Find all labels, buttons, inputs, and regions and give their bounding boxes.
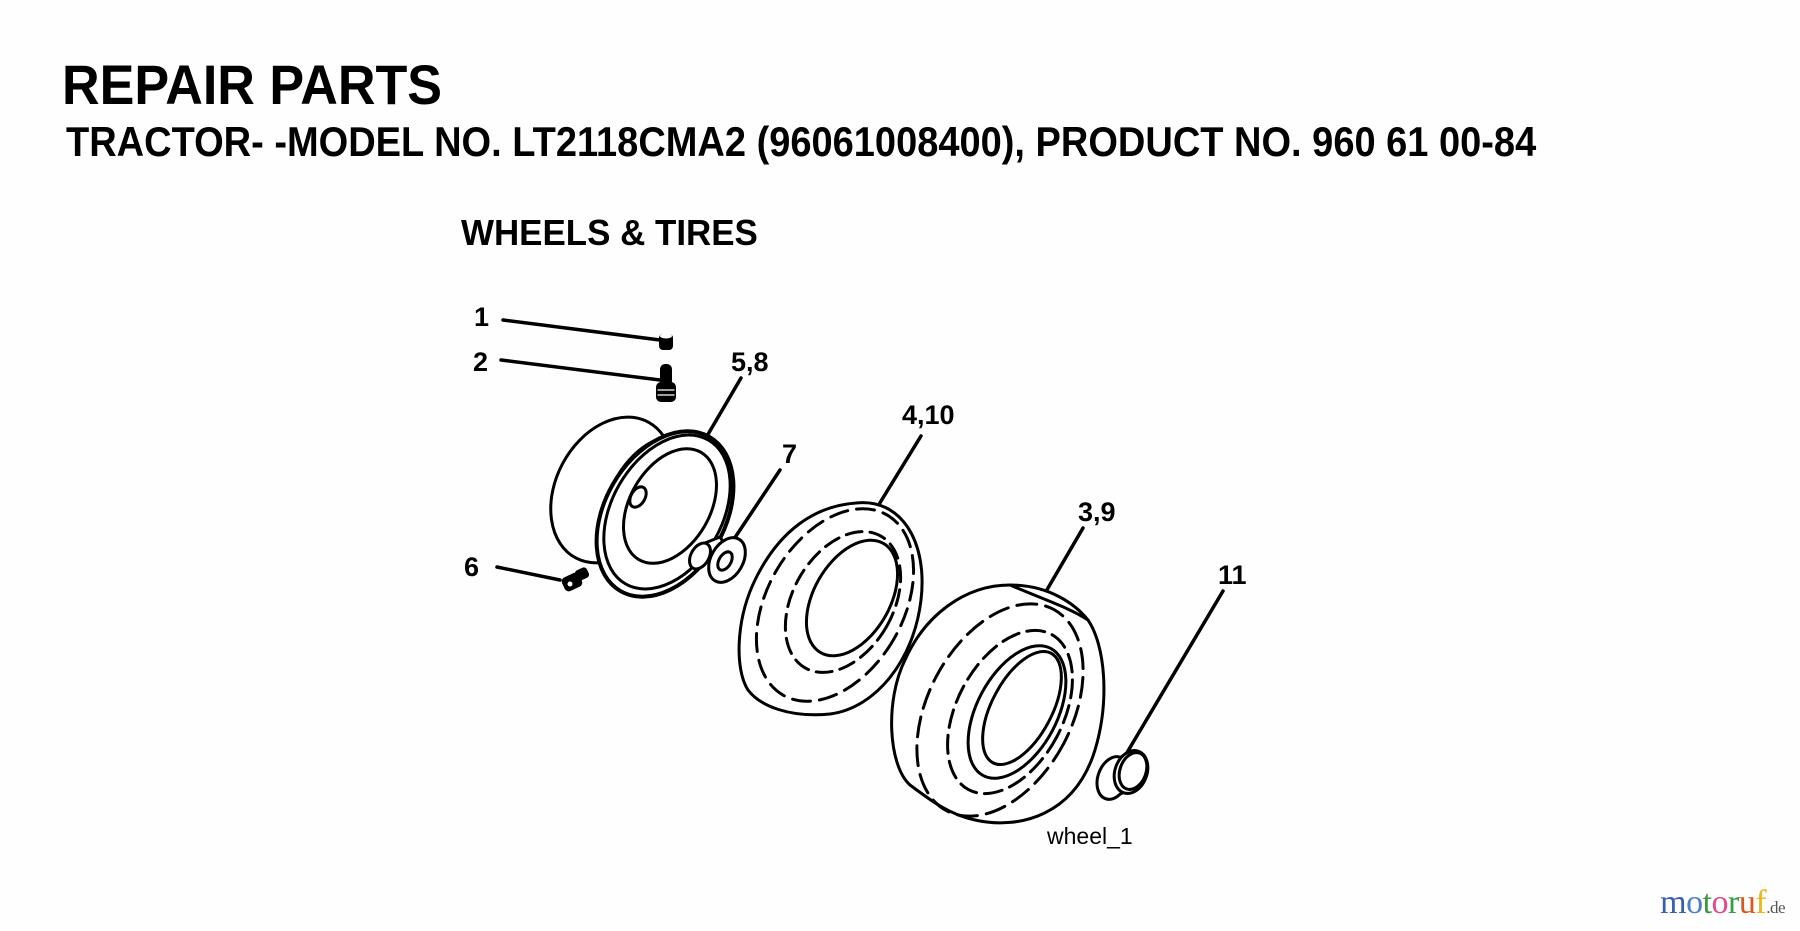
figure-reference: wheel_1 — [1046, 823, 1133, 849]
callout-label-7: 7 — [782, 439, 797, 469]
logo-letter: u — [1738, 884, 1756, 921]
callout-label-6: 6 — [464, 552, 479, 582]
wheel-rim-icon — [549, 415, 736, 599]
leader-line-6 — [495, 565, 562, 582]
leader-line-7 — [732, 468, 782, 541]
bushing-icon — [688, 535, 747, 584]
section-title: WHEELS & TIRES — [461, 212, 758, 253]
front-tire-icon — [737, 501, 924, 717]
callout-3-9[interactable]: 3,9 — [883, 497, 1117, 844]
logo-letter: r — [1728, 884, 1739, 921]
callout-label-11: 11 — [1218, 560, 1247, 590]
model-subtitle: TRACTOR- -MODEL NO. LT2118CMA2 (96061008… — [66, 118, 1537, 165]
callout-2[interactable]: 2 — [473, 347, 676, 402]
logo-wordmark: motoruf — [1660, 884, 1767, 921]
callout-label-2: 2 — [473, 347, 488, 377]
callout-11[interactable]: 11 — [1091, 560, 1247, 804]
logo-letter: t — [1702, 884, 1712, 921]
page-title: REPAIR PARTS — [62, 53, 443, 116]
logo-letter: o — [1711, 884, 1729, 921]
callout-1[interactable]: 1 — [474, 302, 673, 350]
callout-5-8[interactable]: 5,8 — [526, 347, 769, 621]
valve-stem-icon — [656, 364, 676, 402]
logo-letter: m — [1660, 884, 1687, 921]
callout-label-4-10: 4,10 — [902, 400, 955, 430]
callout-label-3-9: 3,9 — [1078, 497, 1116, 527]
logo-letter: o — [1686, 884, 1703, 921]
leader-line-11 — [1123, 589, 1225, 758]
callout-label-1: 1 — [474, 302, 489, 332]
logo-tld: .de — [1766, 898, 1785, 917]
callout-7[interactable]: 7 — [685, 439, 797, 589]
callout-label-5-8: 5,8 — [731, 347, 769, 377]
hub-cap-icon — [1095, 749, 1150, 801]
leader-line-4-10 — [876, 434, 923, 508]
rear-tire-icon — [890, 583, 1106, 825]
motoruf-logo[interactable]: motoruf.de — [1660, 884, 1785, 922]
valve-cap-icon — [659, 333, 673, 350]
leader-line-2 — [499, 358, 662, 382]
grease-fitting-icon — [561, 567, 590, 592]
callout-4-10[interactable]: 4,10 — [724, 400, 955, 729]
leader-line-3-9 — [1039, 526, 1085, 602]
callout-6[interactable]: 6 — [464, 552, 590, 592]
leader-line-1 — [501, 318, 662, 342]
logo-letter: f — [1755, 884, 1767, 921]
